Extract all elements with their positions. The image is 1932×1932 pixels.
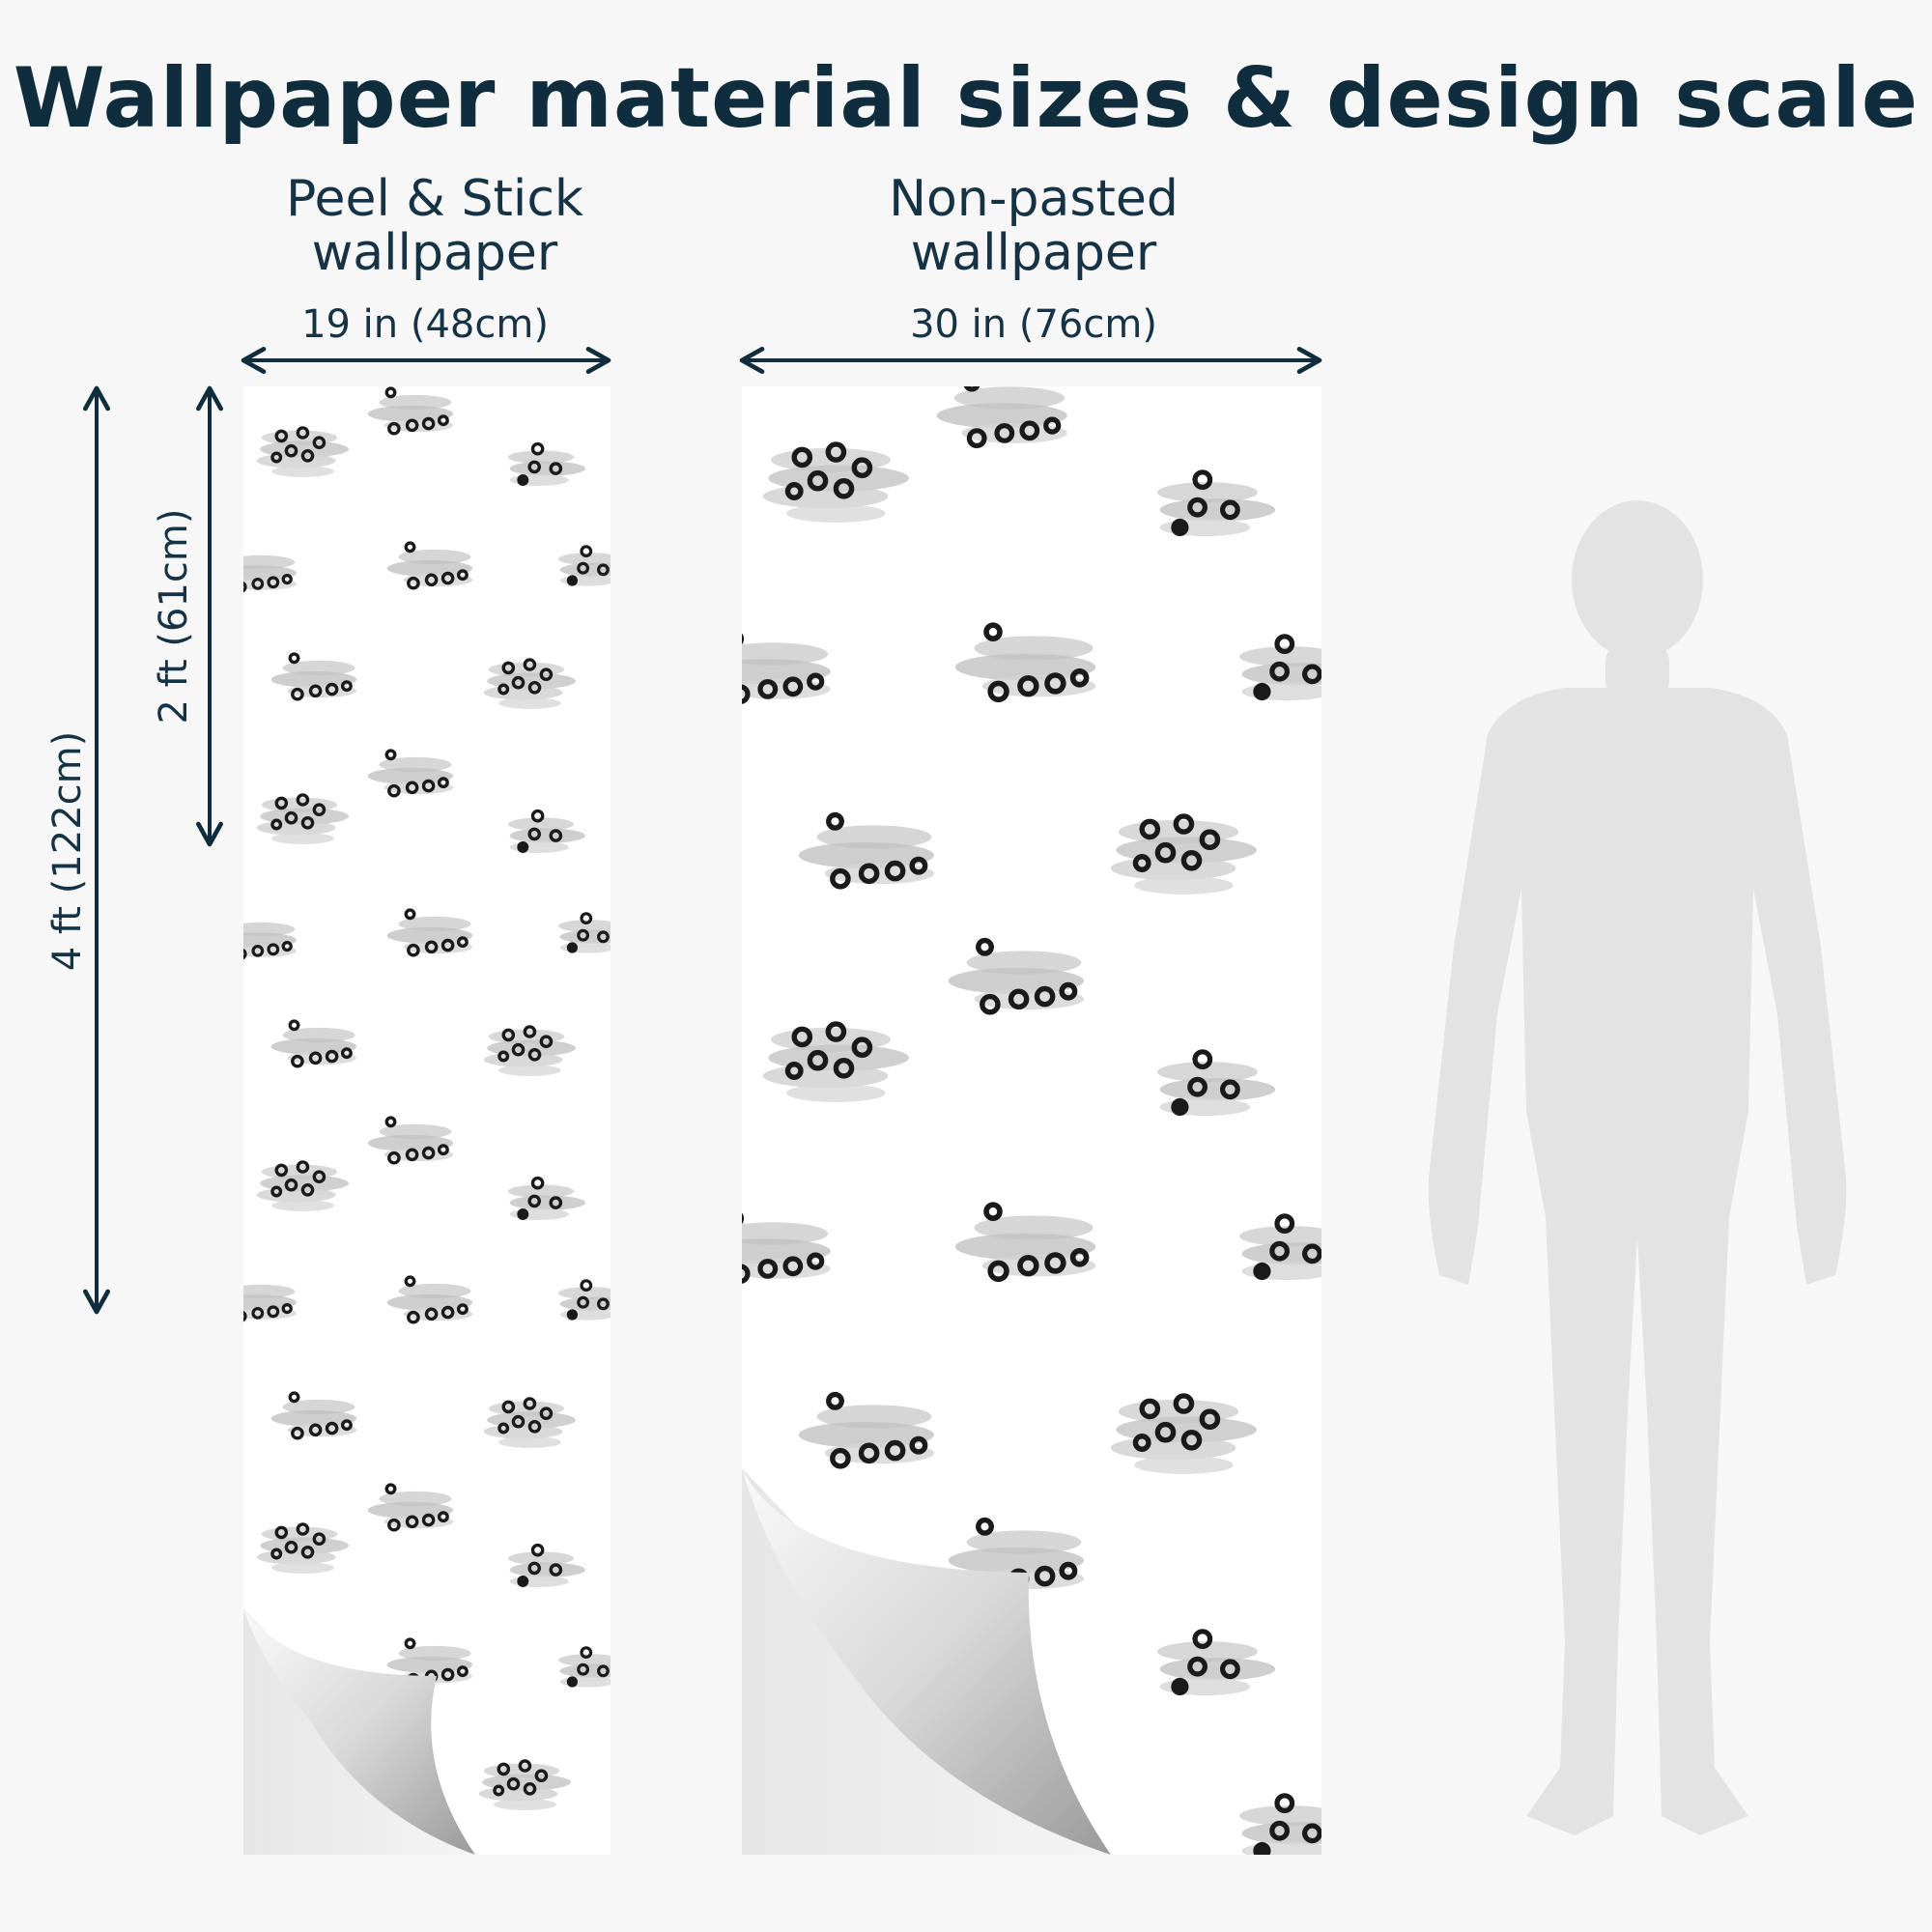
peel-stick-width-label: 19 in (48cm): [301, 302, 549, 347]
non-pasted-width-label: 30 in (76cm): [910, 302, 1157, 347]
non-pasted-curl: [742, 1468, 1111, 1855]
non-pasted-panel: [742, 386, 1321, 1855]
non-pasted-label-line2: wallpaper: [910, 224, 1157, 282]
peel-stick-curl: [243, 1608, 475, 1855]
peel-stick-label-line1: Peel & Stick: [285, 170, 584, 228]
page-title: Wallpaper material sizes & design scale: [13, 50, 1919, 147]
peel-stick-label: Peel & Stick wallpaper: [242, 172, 628, 280]
human-silhouette: [1428, 500, 1847, 1835]
peel-stick-panel: [243, 386, 611, 1855]
non-pasted-label: Non-pasted wallpaper: [840, 172, 1227, 280]
peel-stick-label-line2: wallpaper: [311, 224, 558, 282]
peel-stick-sheet: [243, 386, 611, 1855]
non-pasted-label-line1: Non-pasted: [889, 170, 1179, 228]
